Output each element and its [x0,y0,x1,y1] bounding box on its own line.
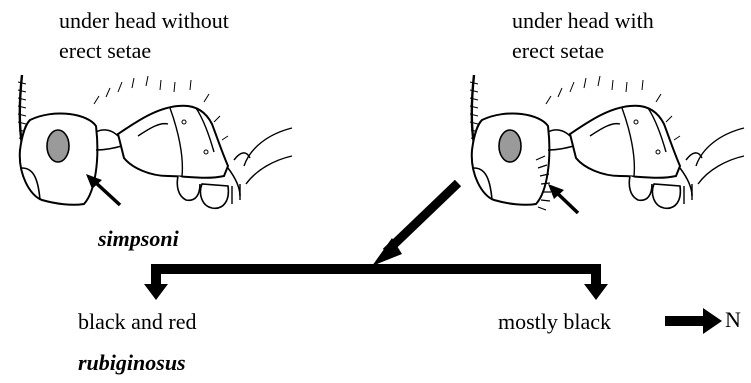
ant-without-setae-icon [18,75,292,208]
branch-left-drop [151,264,161,286]
branch-left-arrowhead [144,284,168,300]
pointer-arrow-right-shaft [556,192,578,213]
branch-right-arrowhead [584,284,608,300]
next-step-arrow-head [703,308,722,334]
pointer-arrow-left-shaft [95,182,120,205]
branch-bar [151,264,601,274]
branch-right-drop [591,264,601,286]
ant-with-setae-icon [470,75,744,208]
next-step-arrow-shaft [665,316,705,326]
decision-arrow-shaft [386,183,458,252]
